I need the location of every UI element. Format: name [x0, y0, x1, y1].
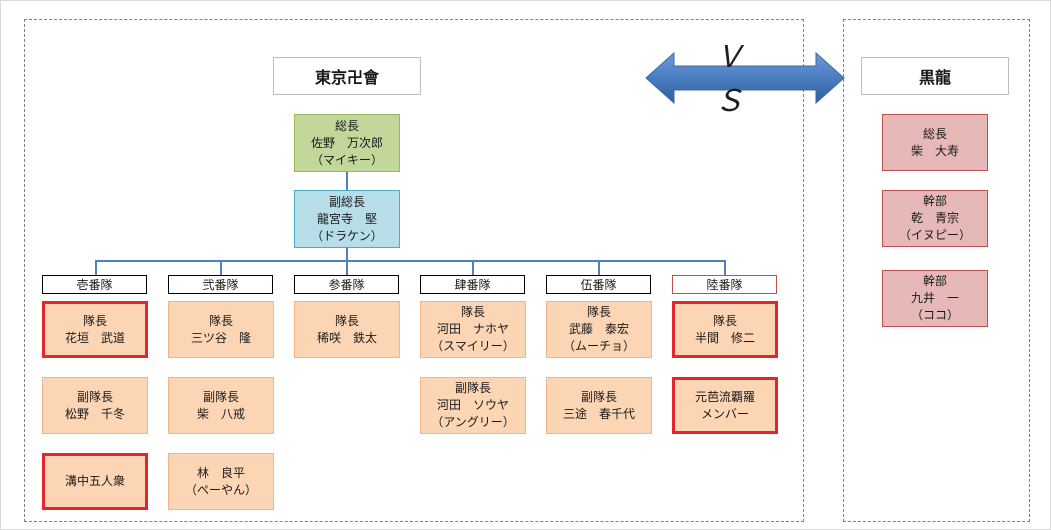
member-role: 総長 — [922, 126, 947, 141]
division-header-2: 弐番隊 — [168, 275, 273, 294]
connector-division-3 — [346, 260, 348, 276]
member-role: 副隊長 — [580, 389, 617, 404]
connector-division-6 — [724, 260, 726, 276]
president-name: 佐野 万次郎 — [310, 135, 383, 150]
member-role: 隊長 — [460, 305, 485, 319]
member-name: 三ツ谷 隆 — [190, 330, 251, 345]
connector-division-2 — [220, 260, 222, 276]
member-name: メンバー — [700, 406, 749, 421]
connector-horizontal-bus — [95, 260, 726, 262]
toman-panel — [24, 19, 804, 522]
member-role: 幹部 — [922, 274, 947, 288]
vs-double-arrow-icon — [645, 51, 845, 105]
member-name: 九井 一 — [910, 291, 959, 305]
connector-vice-bus — [346, 247, 348, 261]
vice-president-role: 副総長 — [328, 194, 365, 209]
division-header-3: 参番隊 — [294, 275, 399, 294]
division-header-5: 伍番隊 — [546, 275, 651, 294]
member-name: 半間 修二 — [694, 330, 755, 345]
member-role: 隊長 — [712, 313, 737, 328]
connector-division-4 — [472, 260, 474, 276]
division-header-6: 陸番隊 — [672, 275, 777, 294]
member-name: 河田 ソウヤ — [436, 398, 509, 412]
member-role: 元芭流覇羅 — [694, 389, 755, 404]
vice-president-nickname: （ドラケン） — [311, 228, 383, 243]
division-1-group-box: 溝中五人衆 — [42, 453, 148, 510]
division-2-captain-box: 隊長 三ツ谷 隆 — [168, 301, 274, 358]
division-2-member-box: 林 良平 （ぺーやん） — [168, 453, 274, 510]
toman-title: 東京卍會 — [273, 57, 421, 95]
vice-president-box: 副総長 龍宮寺 堅 （ドラケン） — [294, 190, 400, 248]
division-6-member-box: 元芭流覇羅 メンバー — [672, 377, 778, 434]
member-role: 隊長 — [208, 313, 233, 328]
member-nickname: （イヌピー） — [898, 228, 971, 242]
member-name: 柴 八戒 — [196, 406, 245, 421]
member-role: 隊長 — [82, 313, 107, 328]
division-1-captain-box: 隊長 花垣 武道 — [42, 301, 148, 358]
member-role: 隊長 — [334, 313, 359, 328]
member-nickname: （ムーチョ） — [562, 339, 635, 353]
member-role: 幹部 — [922, 194, 947, 208]
member-nickname: （スマイリー） — [431, 339, 515, 353]
division-header-4: 肆番隊 — [420, 275, 525, 294]
member-role: 副隊長 — [76, 389, 113, 404]
division-2-vice-captain-box: 副隊長 柴 八戒 — [168, 377, 274, 434]
member-name: 河田 ナホヤ — [436, 322, 509, 336]
member-name: 武藤 泰宏 — [568, 322, 629, 336]
connector-president-vice — [346, 172, 348, 191]
division-5-captain-box: 隊長 武藤 泰宏 （ムーチョ） — [546, 301, 652, 358]
president-role: 総長 — [334, 118, 359, 133]
division-1-vice-captain-box: 副隊長 松野 千冬 — [42, 377, 148, 434]
member-name: 溝中五人衆 — [64, 474, 125, 488]
member-name: 柴 大寿 — [910, 143, 959, 158]
president-box: 総長 佐野 万次郎 （マイキー） — [294, 114, 400, 172]
kokuryu-executive-box-2: 幹部 九井 一 （ココ） — [882, 270, 988, 327]
member-role: 副隊長 — [454, 381, 491, 395]
member-name: 花垣 武道 — [64, 330, 125, 345]
division-4-captain-box: 隊長 河田 ナホヤ （スマイリー） — [420, 301, 526, 358]
member-name: 松野 千冬 — [64, 406, 125, 421]
division-header-1: 壱番隊 — [42, 275, 147, 294]
member-name: 稀咲 鉄太 — [316, 330, 377, 345]
vice-president-name: 龍宮寺 堅 — [316, 211, 377, 226]
member-name: 乾 青宗 — [910, 211, 959, 225]
president-nickname: （マイキー） — [310, 152, 383, 167]
division-4-vice-captain-box: 副隊長 河田 ソウヤ （アングリー） — [420, 377, 526, 434]
member-nickname: （ココ） — [910, 308, 959, 322]
member-role: 副隊長 — [202, 389, 239, 404]
kokuryu-panel — [843, 19, 1030, 522]
kokuryu-executive-box-1: 幹部 乾 青宗 （イヌピー） — [882, 190, 988, 247]
member-nickname: （ぺーやん） — [184, 482, 257, 497]
division-5-vice-captain-box: 副隊長 三途 春千代 — [546, 377, 652, 434]
member-name: 林 良平 — [196, 465, 245, 480]
kokuryu-title: 黒龍 — [861, 57, 1009, 95]
kokuryu-leader-box: 総長 柴 大寿 — [882, 114, 988, 171]
connector-division-5 — [598, 260, 600, 276]
division-3-captain-box: 隊長 稀咲 鉄太 — [294, 301, 400, 358]
member-role: 隊長 — [586, 305, 611, 319]
member-name: 三途 春千代 — [562, 406, 635, 421]
member-nickname: （アングリー） — [431, 415, 515, 429]
connector-division-1 — [95, 260, 97, 276]
division-6-captain-box: 隊長 半間 修二 — [672, 301, 778, 358]
vs-label: ＶＳ — [714, 40, 758, 119]
